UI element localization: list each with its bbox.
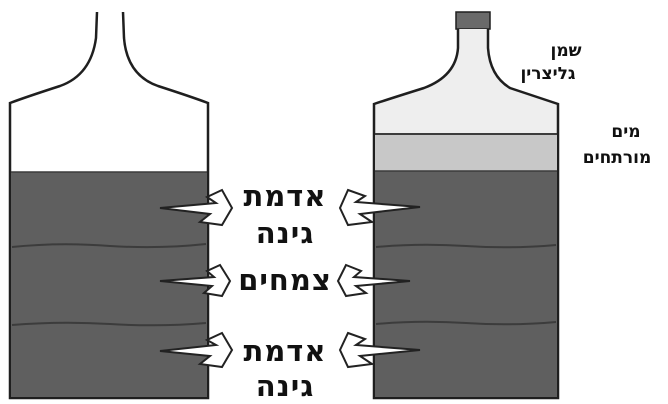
right-bottle-cap — [456, 12, 490, 29]
label-bottom-soil-line2: גינה — [256, 369, 315, 403]
label-bottom-soil-line1: אדמת — [244, 334, 327, 368]
label-top-soil-line2: גינה — [256, 216, 315, 250]
label-glycerin-oil-line1: שמן — [550, 41, 581, 61]
center-labels: אדמת גינה צמחים אדמת גינה — [238, 179, 332, 403]
label-plants: צמחים — [238, 263, 332, 297]
left-bottle — [10, 12, 208, 398]
label-distilled-water-line1: מים — [611, 122, 640, 142]
label-distilled-water-line2: מורתחים — [583, 148, 652, 168]
label-glycerin-oil-line2: גליצרין — [520, 64, 575, 84]
label-top-soil-line1: אדמת — [244, 179, 327, 213]
right-bottle-water — [375, 134, 557, 171]
